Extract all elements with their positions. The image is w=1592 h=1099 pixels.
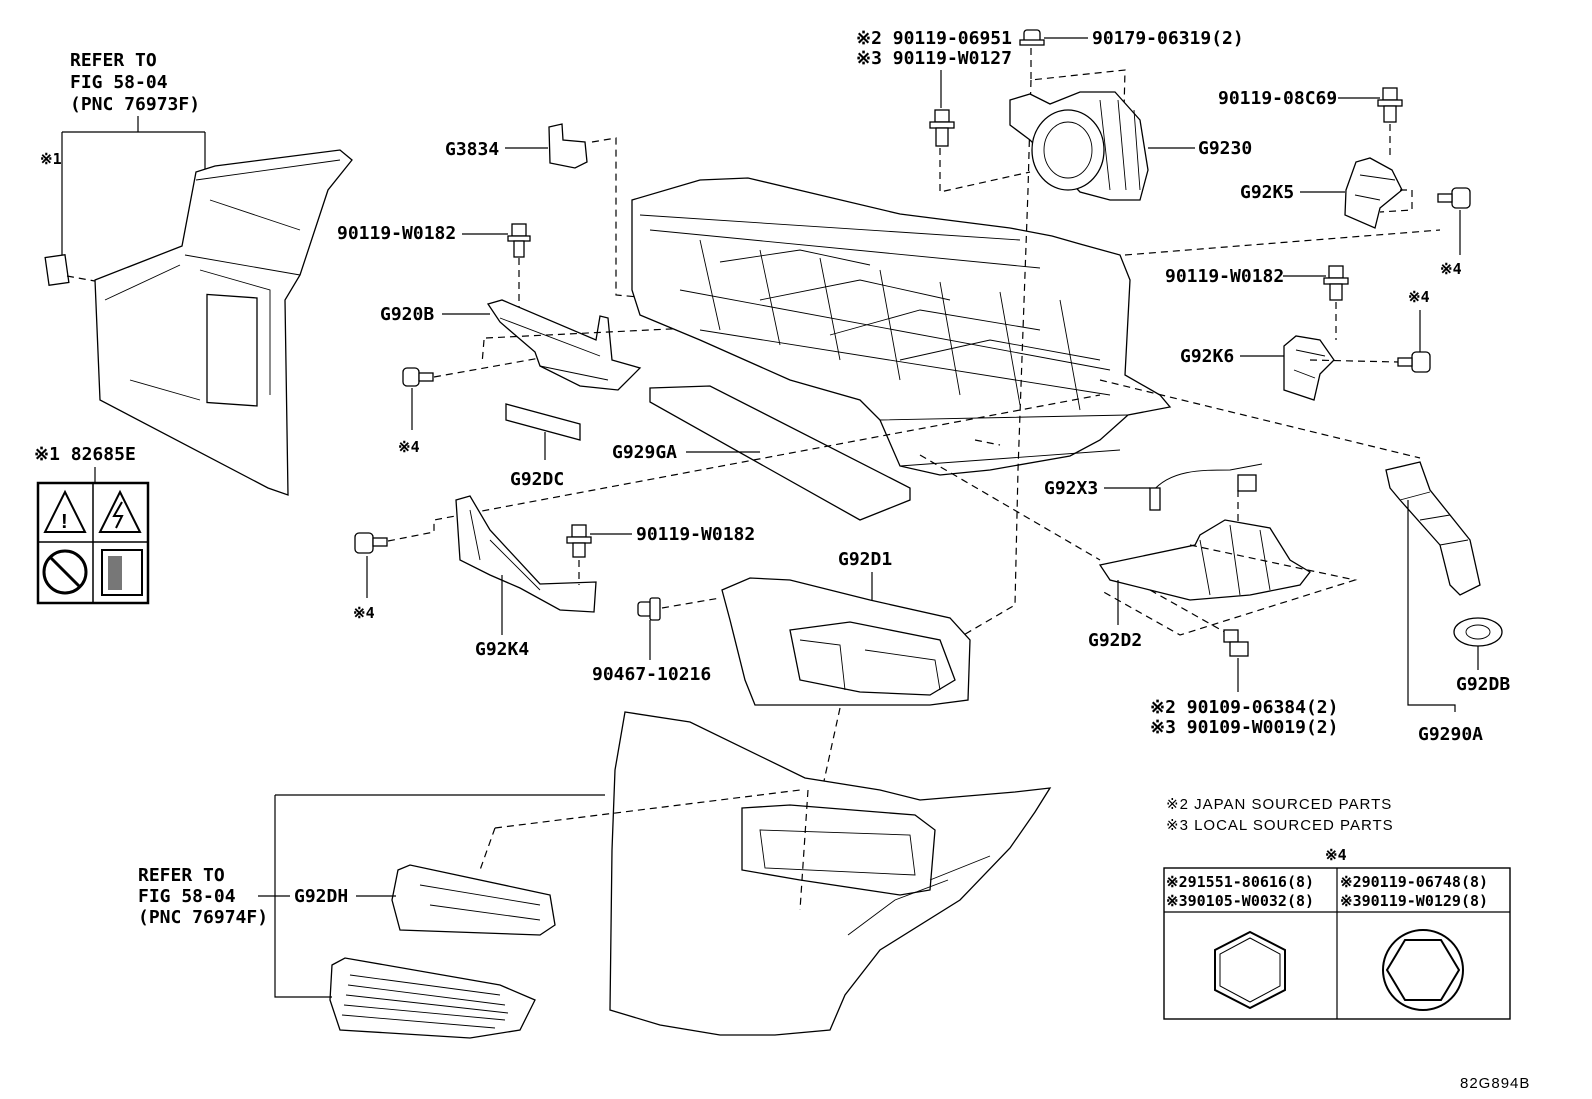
label-90467-10216: 90467-10216 — [592, 664, 711, 685]
g92dh-duct-adapter — [391, 864, 556, 936]
bolt-icon — [402, 367, 434, 387]
label-90119-w0182-b: 90119-W0182 — [636, 524, 755, 545]
bolt-icon — [507, 223, 531, 258]
legend-japan: ※2 JAPAN SOURCED PARTS — [1166, 796, 1392, 813]
battery-tray — [631, 177, 1172, 476]
g92x3-sensor-wire — [1151, 463, 1263, 493]
label-g92db: G92DB — [1456, 674, 1510, 695]
bolt-icon — [566, 524, 592, 558]
nut-icon — [1019, 29, 1045, 46]
g92k6-bracket — [1283, 335, 1335, 401]
note4-c: ※4 — [1440, 260, 1462, 278]
label-g92d1: G92D1 — [838, 549, 892, 570]
g92db-grommet — [1453, 617, 1503, 647]
table-col1-row1: ※291551-80616(8) — [1166, 873, 1314, 891]
bolt-icon — [1437, 187, 1471, 209]
label-g920b: G920B — [380, 304, 434, 325]
refer-bottom-line3: (PNC 76974F) — [138, 907, 268, 928]
flange-bolt-head-icon — [1382, 929, 1464, 1011]
g92d2-duct — [1098, 519, 1311, 601]
label-90119-08c69: 90119-08C69 — [1218, 88, 1337, 109]
label-g9230: G9230 — [1198, 138, 1252, 159]
note4-a: ※4 — [398, 438, 420, 456]
g92x3-sensor-tip — [1149, 487, 1161, 511]
label-g3834: G3834 — [445, 139, 499, 160]
exclamation-icon: ! — [61, 511, 68, 533]
label-90119-w0182-c: 90119-W0182 — [1165, 266, 1284, 287]
label-bot-bolt-1: ※2 90109-06384(2) — [1150, 697, 1338, 718]
bolt-icon — [929, 109, 955, 147]
bolt-icon — [1397, 351, 1431, 373]
label-90119-w0182-a: 90119-W0182 — [337, 223, 456, 244]
battery-icon — [101, 549, 143, 596]
g92dc-pad — [505, 403, 581, 441]
label-90179-06319: 90179-06319(2) — [1092, 28, 1244, 49]
label-bot-bolt-2: ※3 90109-W0019(2) — [1150, 717, 1338, 738]
bolt-icon — [1323, 265, 1349, 301]
hex-bolt-head-icon — [1214, 930, 1286, 1010]
refer-top-leader — [61, 116, 206, 256]
warning-label-graphic: ! — [36, 481, 150, 605]
label-g92k6: G92K6 — [1180, 346, 1234, 367]
label-g92k4: G92K4 — [475, 639, 529, 660]
g929ga-board — [649, 385, 911, 521]
g92k5-bracket — [1344, 157, 1403, 229]
refer-top-line3: (PNC 76973F) — [70, 94, 200, 115]
front-cover-panel — [609, 711, 1052, 1036]
diagram-code: 82G894B — [1460, 1075, 1530, 1092]
caution-triangle-icon — [43, 489, 87, 533]
note4-b: ※4 — [353, 604, 375, 622]
legend-local: ※3 LOCAL SOURCED PARTS — [1166, 817, 1394, 834]
label-top-bolt-2: ※3 90119-W0127 — [856, 48, 1012, 69]
g92x3-connector — [1237, 474, 1257, 492]
table-col2-row2: ※390119-W0129(8) — [1340, 892, 1488, 910]
note4-d: ※4 — [1408, 288, 1430, 306]
note1-mark: ※1 — [40, 150, 62, 168]
label-top-bolt-1: ※2 90119-06951 — [856, 28, 1012, 49]
refer-top-line2: FIG 58-04 — [70, 72, 168, 93]
g3834-bracket — [548, 123, 588, 169]
refer-bottom-line1: REFER TO — [138, 865, 225, 886]
refer-bottom-leader — [258, 794, 605, 998]
label-g92dc: G92DC — [510, 469, 564, 490]
high-voltage-icon — [98, 489, 142, 533]
refer-top-line1: REFER TO — [70, 50, 157, 71]
g92d1-duct — [721, 577, 971, 706]
g92k4-bracket — [455, 495, 597, 613]
label-g92d2: G92D2 — [1088, 630, 1142, 651]
bolt-icon — [1377, 87, 1403, 123]
table-col2-row1: ※290119-06748(8) — [1340, 873, 1488, 891]
caution-label-sticker — [44, 254, 70, 286]
refer-bottom-line2: FIG 58-04 — [138, 886, 236, 907]
g9230-blower-fan — [1009, 91, 1149, 201]
label-g92k5: G92K5 — [1240, 182, 1294, 203]
g9290a-exhaust-hose — [1385, 461, 1481, 596]
vent-grille — [329, 957, 536, 1039]
table-col1-row2: ※390105-W0032(8) — [1166, 892, 1314, 910]
label-g9290a: G9290A — [1418, 724, 1483, 745]
label-g92x3: G92X3 — [1044, 478, 1098, 499]
no-touch-icon — [42, 549, 88, 595]
label-g929ga: G929GA — [612, 442, 677, 463]
bolt-icon — [1223, 629, 1249, 657]
warning-label-callout: ※1 82685E — [34, 444, 136, 465]
clip-icon — [637, 597, 661, 621]
left-side-panel — [94, 149, 353, 496]
label-g92dh: G92DH — [294, 886, 348, 907]
legend-table-title: ※4 — [1325, 846, 1347, 864]
bolt-icon — [354, 532, 388, 554]
g920b-bracket — [486, 299, 642, 391]
